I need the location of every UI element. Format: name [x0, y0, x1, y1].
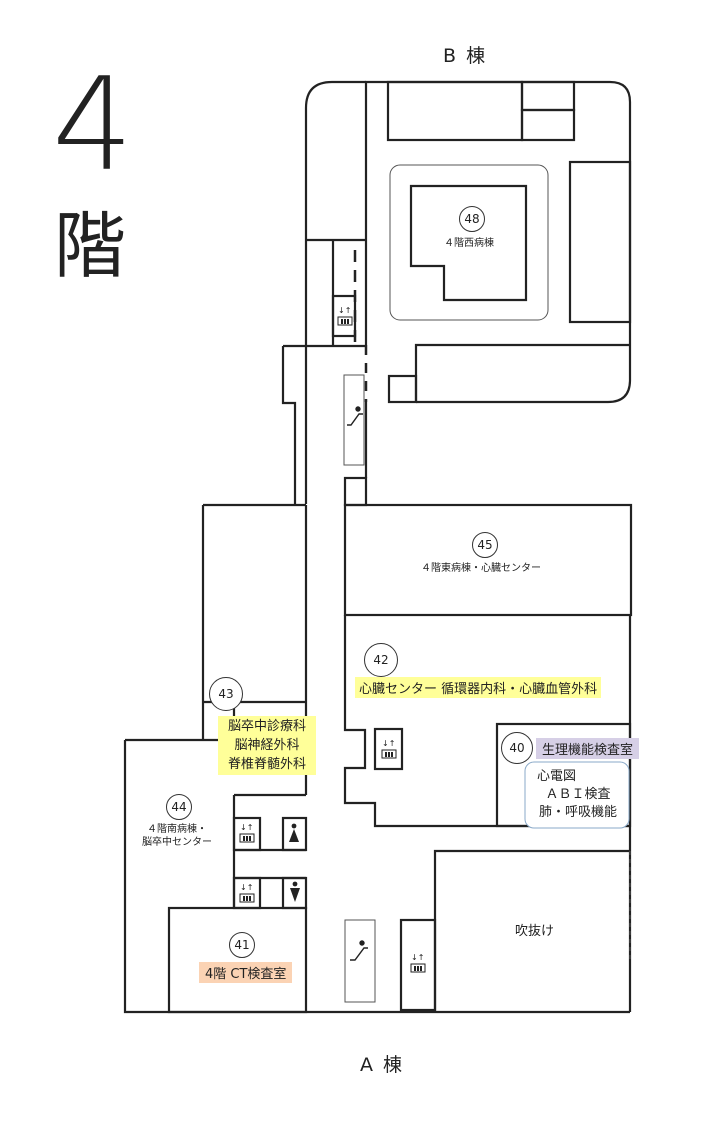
room-44-number: 44	[166, 794, 192, 820]
building-a-label: A 棟	[360, 1054, 405, 1076]
escalator-icon	[347, 406, 363, 426]
elevator-icon: ↓↑	[239, 883, 255, 903]
floor-number: 4	[52, 51, 134, 200]
b-courtyard	[389, 164, 549, 321]
connector-left	[281, 344, 366, 504]
b-room-lower	[414, 343, 630, 402]
room-48-number: 48	[459, 206, 485, 232]
elevator-icon: ↓↑	[239, 823, 255, 843]
b-room-top-left	[386, 80, 524, 142]
b-building-outline	[364, 80, 632, 404]
room-43-label: 脳卒中診療科 脳神経外科 脊椎脊髄外科	[218, 716, 316, 775]
elevator-44a-box	[232, 816, 262, 852]
svg-text:↓↑: ↓↑	[382, 739, 395, 748]
test-list-box	[524, 761, 630, 829]
svg-text:↓↑: ↓↑	[240, 823, 253, 832]
test-item: 心電図	[537, 769, 577, 784]
test-item: 肺・呼吸機能	[538, 805, 617, 820]
room-43-line: 脳卒中診療科	[227, 719, 306, 734]
room-41-number: 41	[229, 932, 255, 958]
room-40-number: 40	[501, 732, 533, 764]
svg-text:↓↑: ↓↑	[240, 883, 253, 892]
restroom-female-box	[281, 816, 308, 852]
elevator-icon: ↓↑	[410, 953, 426, 973]
room-45-number: 45	[472, 532, 498, 558]
room-41-box	[167, 906, 308, 1014]
test-item: ＡＢＩ検査	[545, 787, 611, 802]
room-43-number: 43	[209, 677, 243, 711]
room-48-outline	[409, 184, 528, 302]
room-42-number: 42	[364, 643, 398, 677]
room-40-label: 生理機能検査室	[536, 738, 640, 759]
room-44-line: ４階南病棟・	[147, 824, 207, 835]
room-42-label: 心臓センター 循環器内科・心臓血管外科	[355, 677, 602, 698]
elevator-a-box	[399, 918, 437, 1012]
escalator-icon	[350, 940, 368, 961]
room-44-name: ４階南病棟・ 脳卒中センター	[142, 823, 212, 849]
restroom-female-icon	[289, 823, 299, 842]
elevator-icon: ↓↑	[337, 306, 353, 326]
room-43-line: 脳神経外科	[234, 738, 300, 753]
room-45-box	[343, 503, 633, 617]
test-list: 心電図 ＡＢＩ検査 肺・呼吸機能	[528, 768, 628, 822]
room-41-label: 4階 CT検査室	[199, 962, 293, 983]
room-43-line: 脊椎脊髄外科	[227, 757, 306, 772]
connector-box	[343, 476, 368, 507]
b-building-west-wall	[304, 80, 366, 346]
room-42-wall	[343, 615, 630, 828]
void-label: 吹抜け	[515, 924, 555, 939]
b-room-small	[387, 374, 418, 404]
b-room-right	[568, 160, 632, 324]
room-44-wall	[123, 740, 630, 1014]
elevator-42-box	[373, 727, 404, 771]
room-45-name: ４階東病棟・心臓センター	[421, 563, 541, 574]
room-44-line: 脳卒中センター	[142, 837, 212, 848]
restroom-male-icon	[290, 881, 300, 902]
b-room-top-right-b	[520, 108, 576, 142]
room-48-name: ４階西病棟	[444, 238, 494, 249]
elevator-icon: ↓↑	[381, 739, 397, 759]
floor-kai-label: 階	[54, 204, 127, 288]
svg-text:↓↑: ↓↑	[411, 953, 424, 962]
b-room-top-right-a	[520, 80, 576, 112]
b-elevator-box	[331, 294, 357, 338]
building-b-label: B 棟	[443, 45, 488, 67]
svg-text:↓↑: ↓↑	[338, 306, 351, 315]
